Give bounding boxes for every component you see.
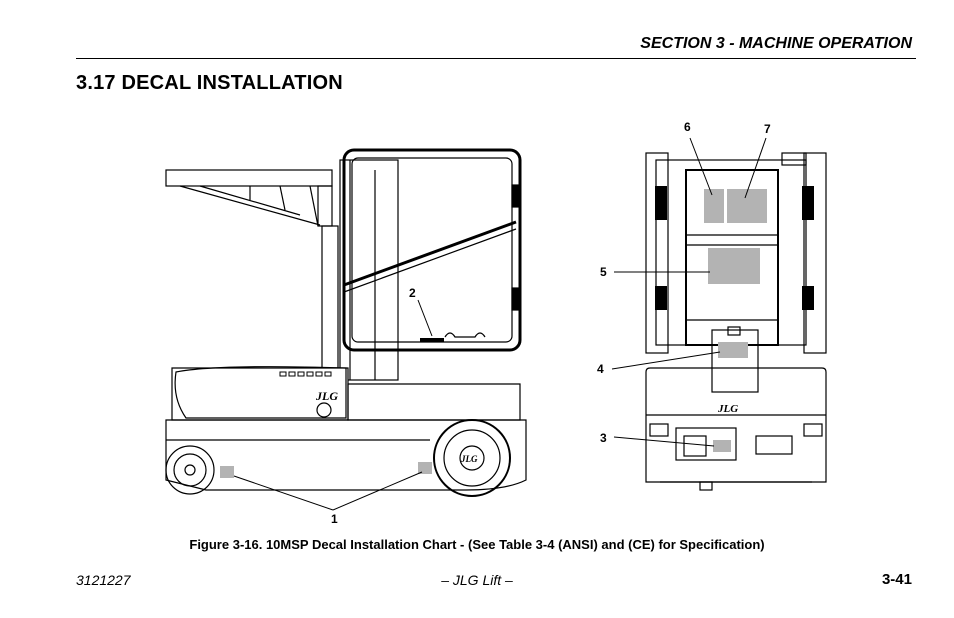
callout-3: 3 xyxy=(600,431,607,445)
callout-leaders-right xyxy=(611,137,767,447)
callout-6: 6 xyxy=(684,120,691,134)
header-rule xyxy=(76,58,916,59)
callout-1: 1 xyxy=(331,512,338,526)
doc-number: 3121227 xyxy=(76,572,131,588)
callout-2: 2 xyxy=(409,286,416,300)
page-title: 3.17 DECAL INSTALLATION xyxy=(76,72,343,94)
svg-text:JLG: JLG xyxy=(315,389,338,403)
footer-center-text: – JLG Lift – xyxy=(441,572,513,588)
callout-5: 5 xyxy=(600,265,607,279)
side-view-machine: JLG JLG xyxy=(165,148,527,497)
callout-7: 7 xyxy=(764,122,771,136)
page-number: 3-41 xyxy=(881,571,912,588)
rear-view-machine: JLG xyxy=(645,152,827,491)
callout-4: 4 xyxy=(597,362,604,376)
section-header: SECTION 3 - MACHINE OPERATION xyxy=(640,35,912,52)
callout-leaders-left xyxy=(233,299,433,511)
svg-text:JLG: JLG xyxy=(460,454,478,464)
figure-caption: Figure 3-16. 10MSP Decal Installation Ch… xyxy=(189,537,765,552)
svg-text:JLG: JLG xyxy=(717,403,738,415)
